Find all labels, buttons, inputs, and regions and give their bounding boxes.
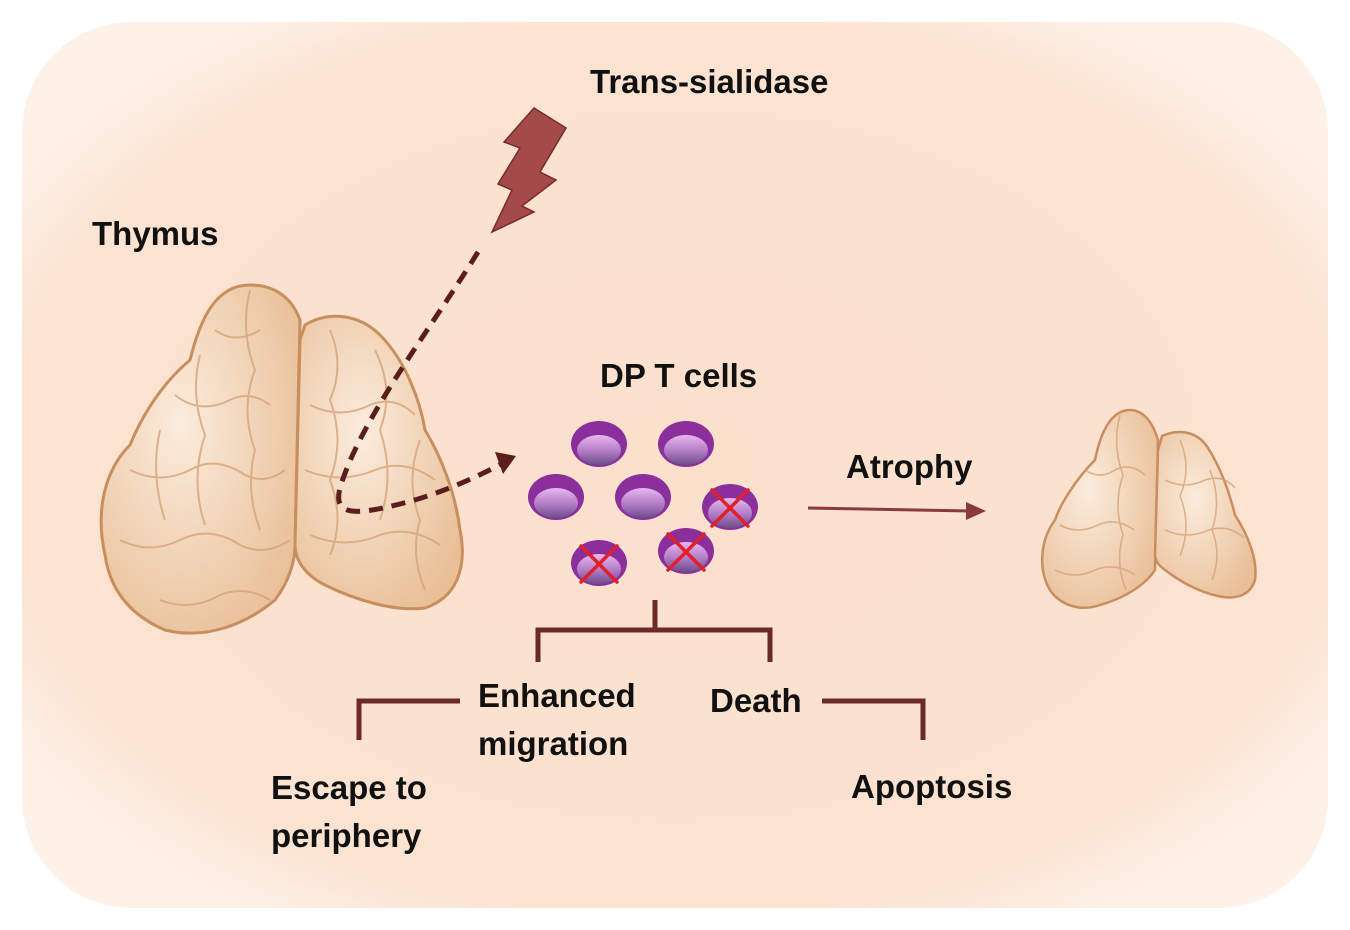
- t-cell-dying: [702, 484, 758, 530]
- cross-icon: [666, 532, 706, 572]
- t-cell-dying: [658, 528, 714, 574]
- atrophy-arrow: [807, 506, 971, 513]
- thymus-small-illustration: [1040, 408, 1257, 609]
- atrophy-label: Atrophy: [846, 448, 973, 485]
- lightning-bolt-icon: [490, 107, 568, 234]
- escape-label-line1: Escape to: [271, 769, 427, 806]
- apoptosis-label: Apoptosis: [851, 768, 1013, 805]
- t-cell: [658, 421, 714, 467]
- dp-t-cell-cluster: [528, 421, 758, 586]
- thymus-large-illustration: [99, 283, 464, 635]
- t-cell: [571, 421, 627, 467]
- cross-icon: [710, 488, 750, 528]
- death-label: Death: [710, 682, 802, 719]
- trans-sialidase-path-arrow: [336, 250, 507, 514]
- enhanced-migration-label-line1: Enhanced: [478, 677, 636, 714]
- dashed-arrow-head: [495, 452, 516, 474]
- enhanced-migration-label-line2: migration: [478, 725, 629, 762]
- t-cell-dying: [571, 540, 627, 586]
- trans-sialidase-label: Trans-sialidase: [590, 63, 829, 100]
- cross-icon: [579, 544, 619, 584]
- t-cell: [528, 474, 584, 520]
- outcome-brackets: [356, 600, 926, 740]
- atrophy-arrow-head: [966, 502, 986, 520]
- dp-t-cells-label: DP T cells: [600, 357, 758, 394]
- escape-label-line2: periphery: [271, 817, 422, 854]
- thymus-label: Thymus: [92, 215, 219, 252]
- t-cell: [615, 474, 671, 520]
